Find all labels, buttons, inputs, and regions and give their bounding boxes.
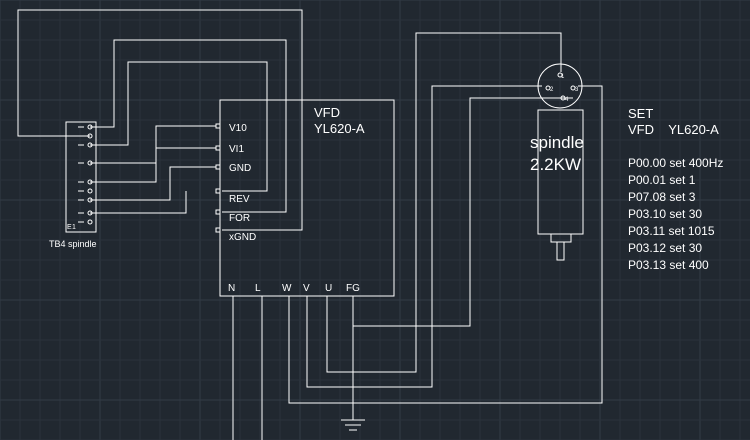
vfd-terminal-rev [215, 188, 221, 194]
settings-param: P03.12 set 30 [628, 241, 702, 255]
signal-wires [17, 9, 303, 231]
settings-param: P00.00 set 400Hz [628, 156, 723, 170]
vfd-label-v: V [303, 283, 310, 294]
vfd-unit: VFD YL620-A V10 VI1 GND REV FOR xGND N L… [215, 99, 395, 297]
settings-device: VFD YL620-A [628, 122, 719, 137]
vfd-model: YL620-A [314, 121, 365, 136]
terminal-pin-mark-e: E [67, 224, 72, 231]
vfd-label-for: FOR [229, 213, 250, 224]
wire-for [90, 39, 287, 213]
vfd-terminal-for [215, 209, 221, 215]
settings-param: P03.13 set 400 [628, 258, 709, 272]
vfd-terminal-xgnd [215, 227, 221, 233]
settings-param: P03.11 set 1015 [628, 224, 715, 238]
wire-gnd [90, 166, 216, 201]
wire-outer-loop [17, 9, 303, 231]
wire-fg-shield [353, 97, 573, 327]
vfd-label-gnd: GND [229, 163, 251, 174]
terminal-pin-mark-1: 1 [72, 224, 76, 231]
vfd-label-w: W [282, 283, 292, 294]
terminal-pin [87, 219, 93, 225]
spindle-shaft [556, 241, 565, 261]
terminal-block-body [65, 121, 97, 233]
spindle-connector [537, 63, 583, 109]
vfd-label-l: L [255, 283, 261, 294]
wire-w [288, 85, 603, 404]
power-wires [232, 32, 603, 440]
settings-param: P00.01 set 1 [628, 173, 696, 187]
vfd-terminal-v10 [215, 123, 221, 129]
connector-pin-1: 1 [561, 74, 565, 80]
vfd-terminal-vi1 [215, 145, 221, 151]
settings-param: P07.08 set 3 [628, 190, 696, 204]
vfd-label-v10: V10 [229, 123, 247, 134]
spindle-nose [550, 233, 572, 243]
terminal-pin [87, 188, 93, 194]
spindle-unit: 1 2 3 4 spindle 2.2KW [530, 63, 584, 261]
connector-pin-4: 4 [565, 97, 569, 103]
settings-heading: SET [628, 106, 653, 121]
wire-v [306, 85, 542, 388]
spindle-name: spindle [530, 133, 584, 152]
settings-param: P03.10 set 30 [628, 207, 702, 221]
vfd-title: VFD [314, 105, 340, 120]
vfd-label-u: U [325, 283, 332, 294]
spindle-power: 2.2KW [530, 155, 581, 174]
wire-u [326, 32, 562, 373]
vfd-label-rev: REV [229, 194, 250, 205]
wire-spare [90, 191, 187, 214]
wire-v10 [90, 125, 216, 164]
vfd-label-xgnd: xGND [229, 232, 256, 243]
wire-vi1 [90, 147, 216, 183]
terminal-block: E 1 TB4 spindle [49, 121, 97, 249]
vfd-label-vi1: VI1 [229, 144, 244, 155]
vfd-label-n: N [228, 283, 235, 294]
ground-icon [341, 408, 365, 431]
terminal-block-label: TB4 spindle [49, 239, 97, 249]
connector-pin-3: 3 [575, 87, 579, 93]
vfd-label-fg: FG [346, 283, 360, 294]
connector-pin-2: 2 [550, 87, 554, 93]
wire-rev [90, 61, 268, 192]
vfd-terminal-gnd [215, 164, 221, 170]
